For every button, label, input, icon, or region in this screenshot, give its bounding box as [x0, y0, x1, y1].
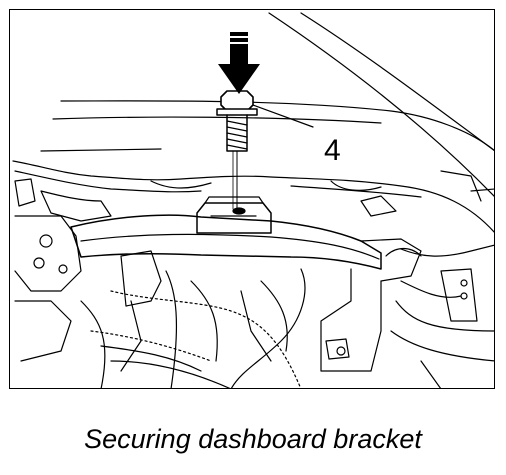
down-arrow-icon	[218, 32, 260, 94]
windshield-edge	[268, 12, 494, 197]
windshield-edge-inner	[300, 12, 494, 152]
dashboard-illustration	[12, 12, 494, 388]
illustration-frame: 4	[9, 9, 495, 389]
bolt-icon	[216, 90, 258, 210]
figure-caption: Securing dashboard bracket	[84, 424, 422, 454]
callout-number: 4	[324, 134, 341, 167]
dashboard-crossbeam	[70, 214, 382, 270]
callout-leader	[252, 104, 314, 128]
left-clip	[14, 178, 36, 207]
